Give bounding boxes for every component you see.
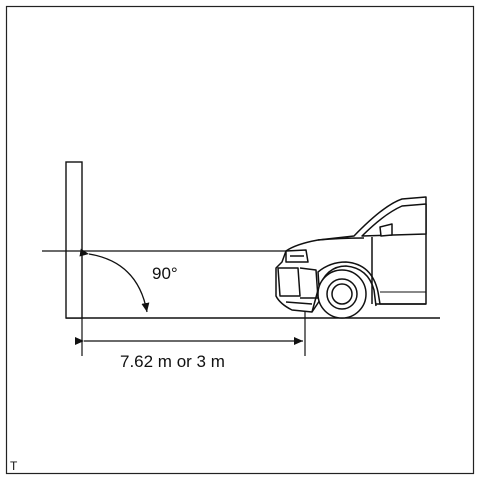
- angle-label: 90°: [152, 264, 178, 283]
- corner-mark: T: [10, 459, 18, 473]
- wall-screen: [65, 161, 83, 319]
- figure-frame: [5, 5, 475, 475]
- right-angle-arc: [79, 248, 150, 313]
- vehicle-icon: [275, 196, 427, 319]
- distance-label: 7.62 m or 3 m: [120, 352, 225, 371]
